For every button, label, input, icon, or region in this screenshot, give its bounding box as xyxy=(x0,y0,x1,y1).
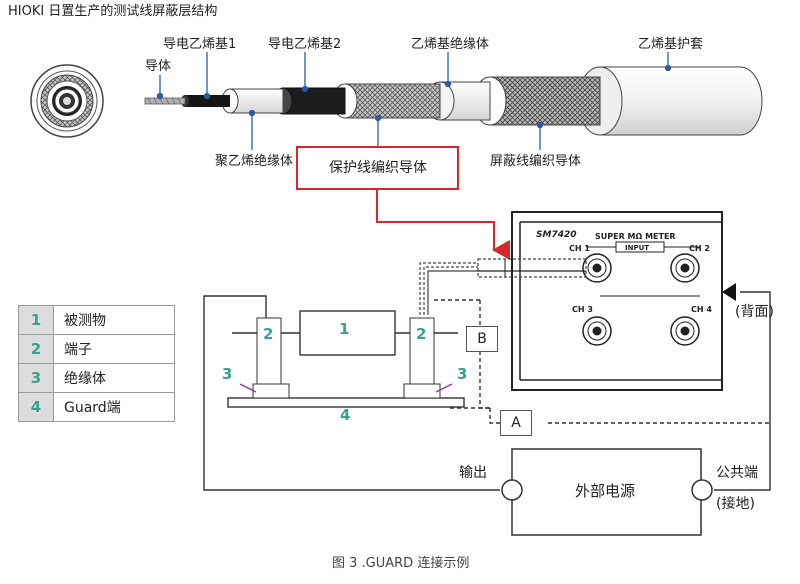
source-name: 外部电源 xyxy=(575,482,636,500)
meter-ch4-label: CH 4 xyxy=(691,305,712,314)
meter-ch2-label: CH 2 xyxy=(689,244,710,253)
cable-cutaway xyxy=(144,66,763,136)
insulation-meter xyxy=(511,211,736,391)
label-guard-braid: 保护线编织导体 xyxy=(329,160,427,176)
legend-label: 端子 xyxy=(53,334,175,364)
meter-ch3-label: CH 3 xyxy=(572,305,593,314)
callout-arrow xyxy=(376,189,510,260)
legend-row: 1 被测物 xyxy=(18,305,175,335)
fixture-guard-plate-number: 4 xyxy=(340,406,351,424)
legend-table: 1 被测物 2 端子 3 绝缘体 4 Guard端 xyxy=(18,305,175,422)
wiring xyxy=(203,291,771,491)
label-conductive-pe-2: 导电乙烯基2 xyxy=(268,37,342,52)
source-ground-label: (接地) xyxy=(716,496,755,512)
meter-input-label: INPUT xyxy=(625,244,650,252)
label-pe-insulator: 聚乙烯绝缘体 xyxy=(215,154,294,169)
legend-label: 绝缘体 xyxy=(53,363,175,393)
cable-pointers xyxy=(156,52,672,150)
source-common-label: 公共端 xyxy=(716,465,758,481)
meter-ch1-label: CH 1 xyxy=(569,244,590,253)
legend-number: 1 xyxy=(18,305,54,335)
cable-cross-section xyxy=(30,64,104,138)
label-vinyl-insulator: 乙烯基绝缘体 xyxy=(411,37,490,52)
fixture-dut-number: 1 xyxy=(339,320,350,338)
label-shield-braid: 屏蔽线编织导体 xyxy=(490,154,582,169)
diagram-title: HIOKI 日置生产的测试线屏蔽层结构 xyxy=(8,4,218,19)
legend-number: 4 xyxy=(18,392,54,422)
legend-number: 2 xyxy=(18,334,54,364)
legend-label: Guard端 xyxy=(53,392,175,422)
legend-row: 4 Guard端 xyxy=(18,392,175,422)
external-power-source xyxy=(501,448,713,536)
guard-braid-callout xyxy=(296,146,459,190)
figure-caption: 图 3 .GUARD 连接示例 xyxy=(332,556,470,571)
fixture-insulator-left-number: 3 xyxy=(222,365,233,383)
fixture-terminal-left-number: 2 xyxy=(263,325,274,343)
source-output-label: 输出 xyxy=(459,465,487,481)
connection-a-box: A xyxy=(500,410,532,436)
legend-row: 3 绝缘体 xyxy=(18,363,175,393)
test-fixture xyxy=(227,310,465,408)
legend-row: 2 端子 xyxy=(18,334,175,364)
legend-label: 被测物 xyxy=(53,305,175,335)
meter-rear-label: (背面) xyxy=(735,304,774,320)
meter-name: SUPER MΩ METER xyxy=(595,232,676,241)
label-vinyl-jacket: 乙烯基护套 xyxy=(638,37,704,52)
label-conductive-pe-1: 导电乙烯基1 xyxy=(163,37,237,52)
meter-model: SM7420 xyxy=(536,230,577,240)
connection-b-box: B xyxy=(466,326,498,352)
label-conductor: 导体 xyxy=(145,59,172,74)
legend-number: 3 xyxy=(18,363,54,393)
fixture-insulator-right-number: 3 xyxy=(457,365,468,383)
test-lead xyxy=(419,258,587,315)
fixture-terminal-right-number: 2 xyxy=(416,325,427,343)
